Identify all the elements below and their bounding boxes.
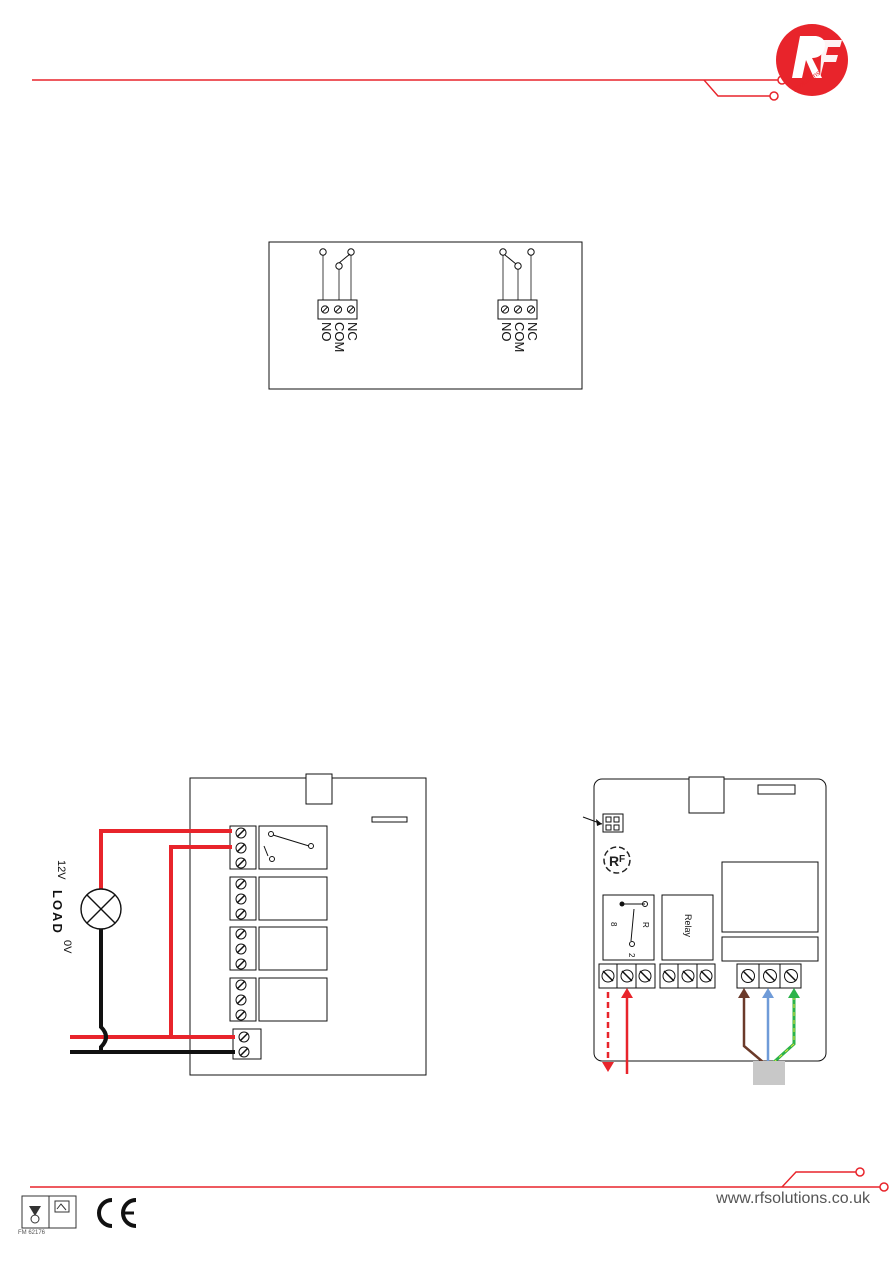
relay-channel-2 <box>229 876 328 921</box>
load-voltage-label: 12V <box>55 860 67 880</box>
cable-sheath <box>753 1061 785 1085</box>
earth-wire <box>772 996 796 1064</box>
svg-text:R: R <box>609 853 619 869</box>
wiring-diagram-left: 12V LOAD 0V <box>50 773 427 1076</box>
output-wire-dashed-arrow <box>602 1062 614 1072</box>
contact-diagram-frame <box>268 241 583 390</box>
wiring-diagram-right: R F 8 R 2 Relay <box>582 776 827 1085</box>
footer-circuit-node <box>879 1182 889 1192</box>
left-label-nc: NC <box>345 322 360 341</box>
right-label-no: NO <box>499 322 514 342</box>
antenna-connector <box>305 773 333 805</box>
antenna-connector-2 <box>688 776 725 814</box>
svg-text:F: F <box>619 854 625 865</box>
blue-wire-arrow <box>762 988 774 998</box>
relay-channel-1 <box>229 825 328 870</box>
black-wire-load <box>99 929 108 1052</box>
aux-terminals <box>659 963 716 989</box>
board-logo-icon: R F <box>603 846 631 874</box>
ce-mark-icon <box>97 1198 137 1228</box>
left-label-com: COM <box>332 322 347 352</box>
switch-mark-2: 2 <box>627 953 636 958</box>
module-box-lower <box>721 936 819 962</box>
header-circuit-trace <box>703 79 770 97</box>
right-label-com: COM <box>512 322 527 352</box>
rf-solutions-logo: rfsolutions <box>776 24 848 96</box>
red-wire-load <box>99 829 232 889</box>
left-label-no: NO <box>319 322 334 342</box>
brown-wire <box>742 996 764 1063</box>
relay-box: Relay <box>661 894 714 961</box>
header: rfsolutions <box>32 24 848 101</box>
load-label: LOAD <box>50 890 65 935</box>
header-circuit-node <box>769 91 779 101</box>
relay-channel-3 <box>229 926 328 971</box>
output-wire-solid-arrow <box>621 988 633 998</box>
relay-switch: 8 R 2 <box>602 894 655 961</box>
power-terminal <box>232 1028 262 1060</box>
right-relay-contact: NC COM NO <box>497 248 540 352</box>
relay-channel-4 <box>229 977 328 1022</box>
website-link[interactable]: www.rfsolutions.co.uk <box>716 1190 870 1207</box>
bsi-certification-icon <box>21 1195 77 1229</box>
switch-mark-r: R <box>641 922 650 928</box>
contact-diagram: NC COM NO NC COM NO <box>268 241 583 390</box>
module-box <box>721 861 819 933</box>
mains-terminals <box>736 963 802 989</box>
board-slot-2 <box>757 784 796 795</box>
footer <box>21 1167 889 1229</box>
lamp-icon <box>80 888 122 930</box>
load-zero-label: 0V <box>61 940 73 954</box>
earth-wire-arrow <box>788 988 800 998</box>
relay-label: Relay <box>683 914 693 938</box>
relay-terminals <box>598 963 656 989</box>
brown-wire-arrow <box>738 988 750 998</box>
jumper-header <box>582 813 624 833</box>
earth-wire-stripe <box>773 996 795 1063</box>
switch-mark-8: 8 <box>609 922 618 927</box>
right-label-nc: NC <box>525 322 540 341</box>
left-relay-contact: NC COM NO <box>317 248 360 352</box>
certificate-number: FM 62176 <box>18 1230 46 1236</box>
board-slot <box>371 816 408 823</box>
footer-circuit-trace <box>781 1171 856 1188</box>
red-wire-com <box>169 845 232 1037</box>
footer-circuit-node <box>855 1167 865 1177</box>
